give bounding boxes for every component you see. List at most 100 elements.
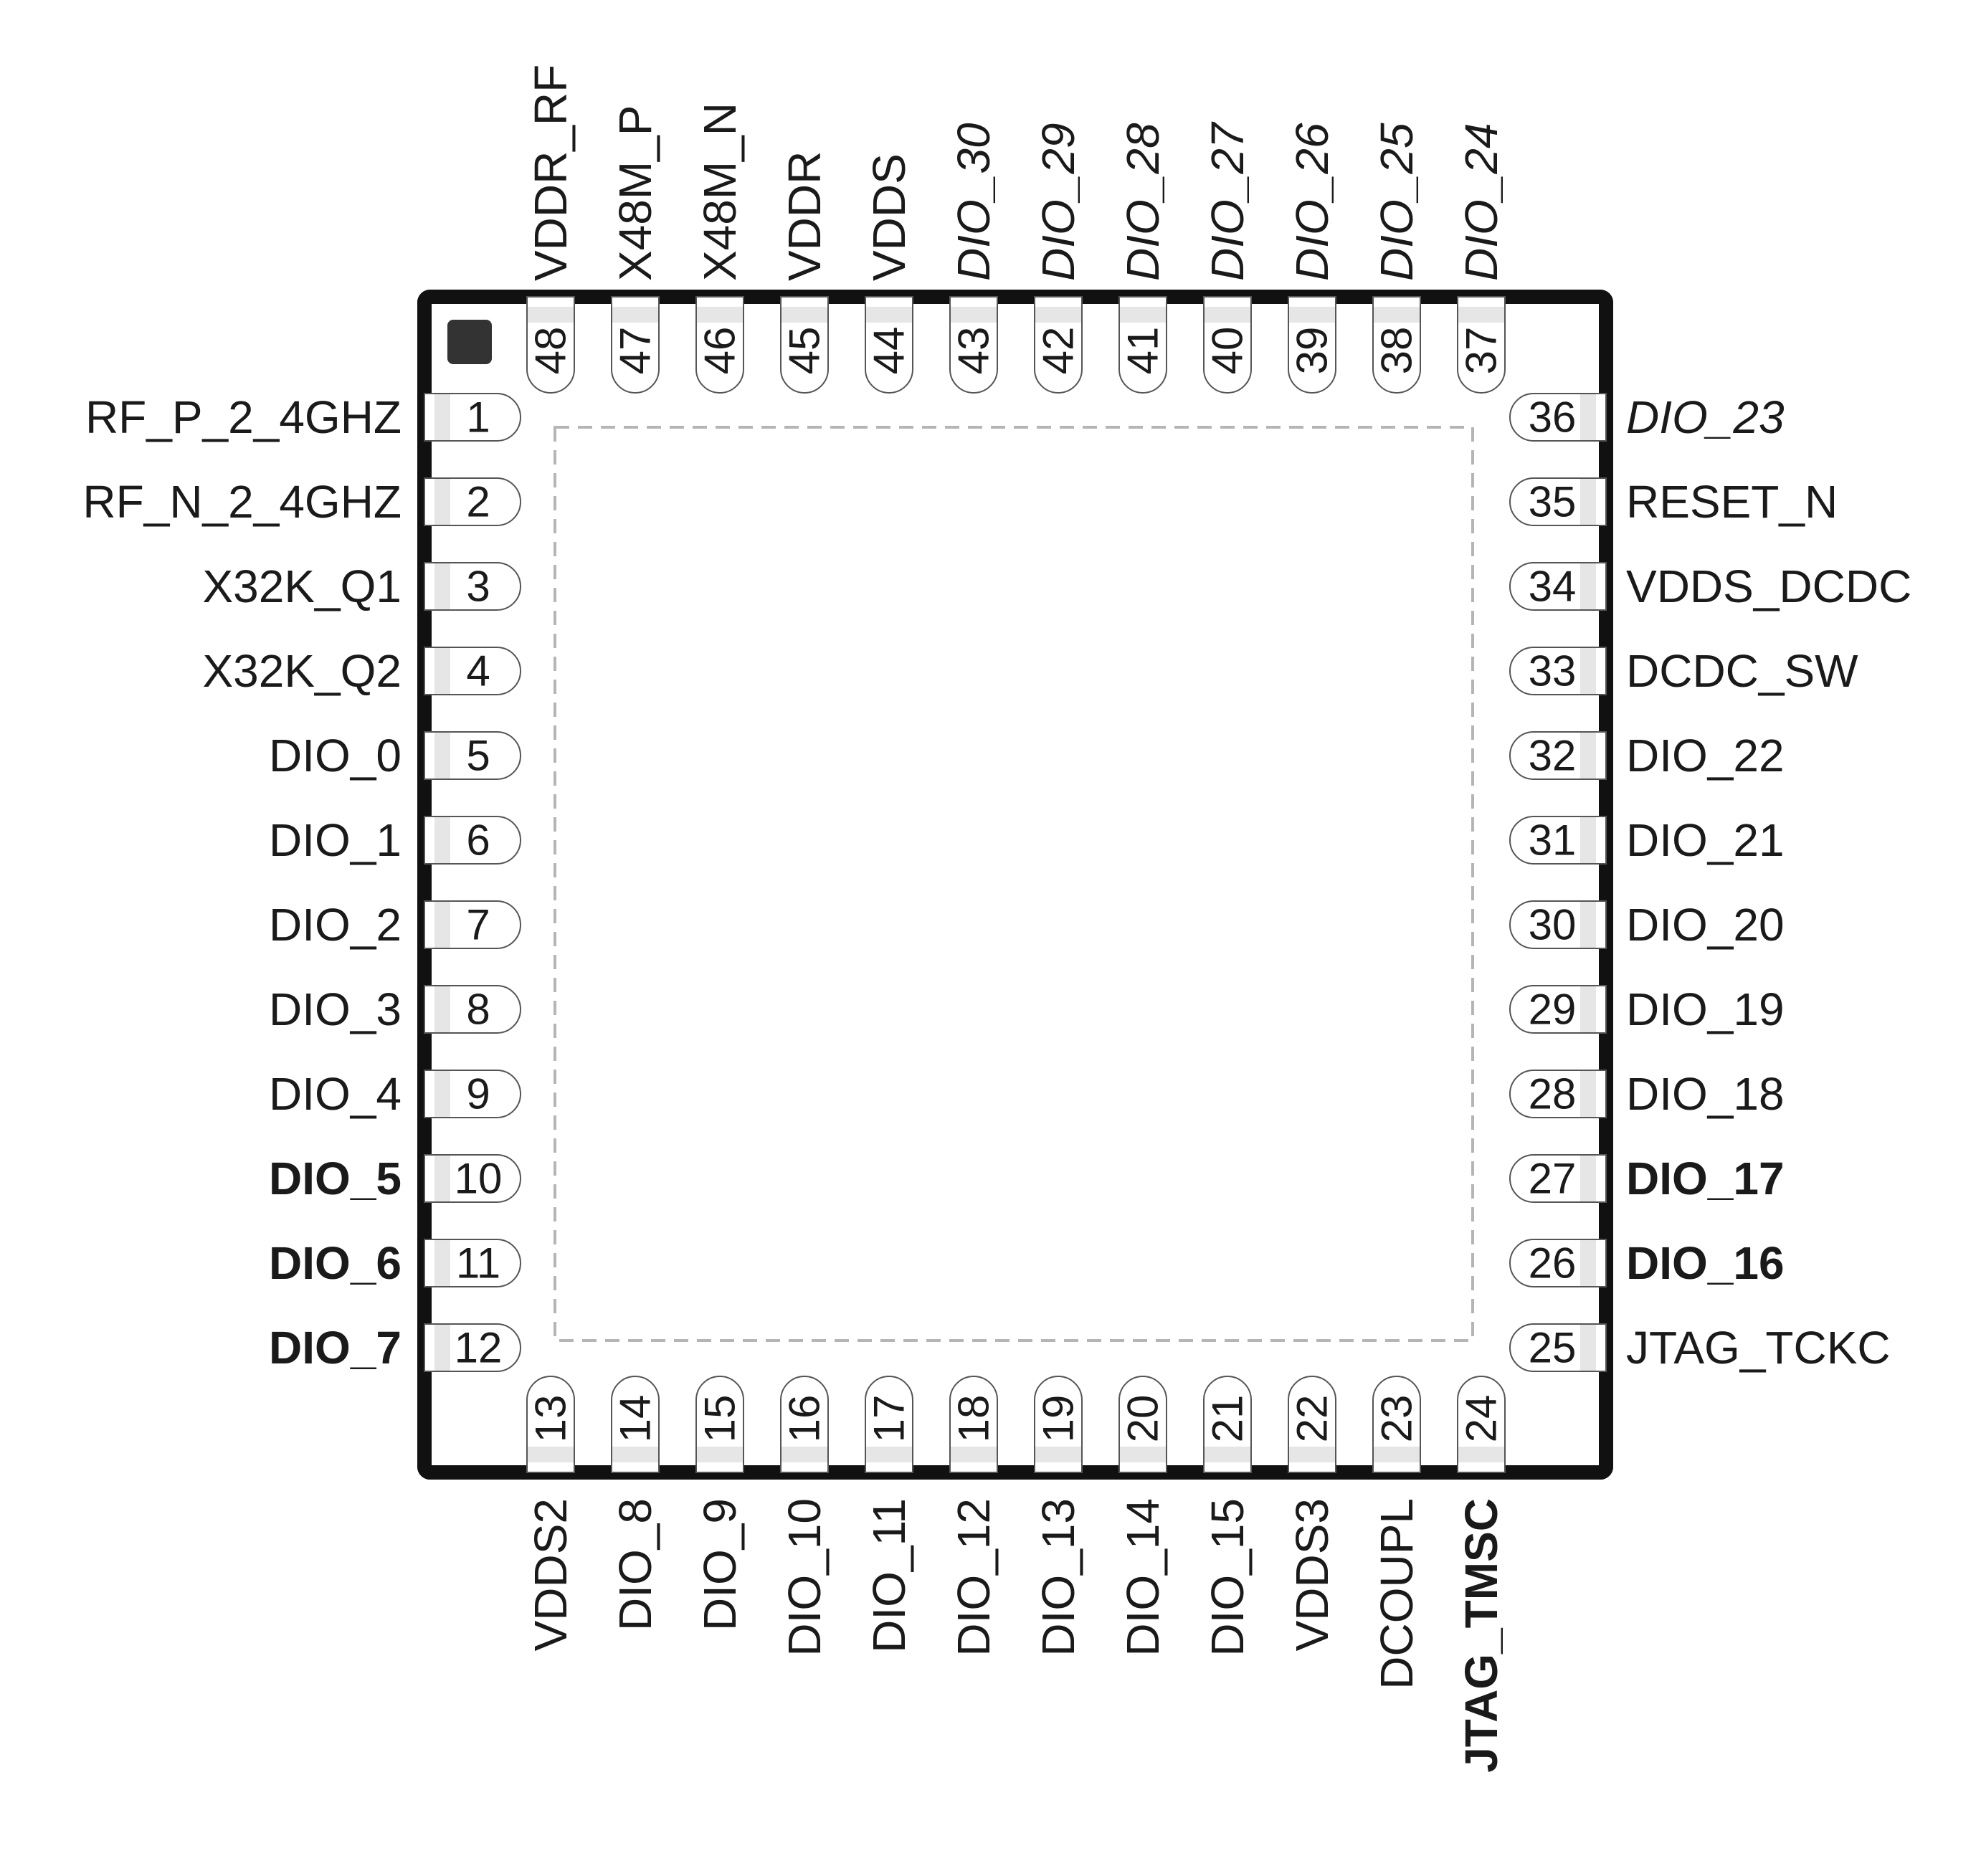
- pin-label: JTAG_TCKC: [1626, 1322, 1891, 1373]
- pin-label: DIO_17: [1626, 1153, 1785, 1204]
- pin-number: 37: [1458, 327, 1506, 375]
- pad-contact: [1580, 479, 1596, 525]
- pin-number: 10: [455, 1155, 503, 1203]
- pin-number: 34: [1529, 563, 1577, 611]
- pin-number: 45: [781, 327, 829, 375]
- pad-contact: [434, 986, 450, 1032]
- pin-label: DIO_25: [1371, 123, 1422, 281]
- pin-label: DIO_28: [1117, 123, 1169, 281]
- pin-label: DIO_2: [269, 899, 402, 951]
- pad-contact: [434, 1156, 450, 1201]
- pad-contact: [1580, 563, 1596, 609]
- pin-number: 8: [466, 986, 490, 1034]
- pin-number: 30: [1529, 901, 1577, 949]
- pad-contact: [951, 1447, 997, 1462]
- package-body: [417, 290, 1613, 1480]
- pin-label: DIO_5: [269, 1153, 402, 1204]
- pin-label: VDDR: [779, 151, 830, 281]
- pad-contact: [1120, 307, 1166, 323]
- pin-label: DIO_21: [1626, 814, 1785, 866]
- pad-contact: [1580, 1156, 1596, 1201]
- pad-contact: [1289, 1447, 1335, 1462]
- pin-label: DIO_3: [269, 984, 402, 1035]
- pin-label: VDDS_DCDC: [1626, 561, 1911, 612]
- pad-contact: [434, 648, 450, 694]
- pad-contact: [434, 1071, 450, 1117]
- pin-number: 44: [865, 327, 913, 375]
- pad-contact: [434, 563, 450, 609]
- pin-label: RF_P_2_4GHZ: [85, 391, 402, 443]
- pin-number: 31: [1529, 816, 1577, 865]
- pad-contact: [1374, 307, 1420, 323]
- pad-contact: [866, 307, 912, 323]
- pad-contact: [1289, 307, 1335, 323]
- pin-label: VDDR_RF: [525, 65, 576, 281]
- pad-contact: [1580, 733, 1596, 779]
- pin-number: 43: [950, 327, 998, 375]
- pin-label: DIO_7: [269, 1322, 402, 1373]
- pin-label: X32K_Q1: [202, 561, 402, 612]
- pin-label: DIO_29: [1032, 123, 1084, 281]
- pad-contact: [1580, 394, 1596, 440]
- pin-number: 23: [1373, 1395, 1421, 1443]
- pin-number: 3: [466, 563, 490, 611]
- pad-contact: [697, 1447, 743, 1462]
- pin-label: JTAG_TMSC: [1455, 1498, 1507, 1773]
- pin-number: 16: [781, 1395, 829, 1443]
- pin-number: 46: [696, 327, 744, 375]
- pin-label: DIO_26: [1286, 123, 1338, 281]
- pin-label: DIO_9: [694, 1498, 746, 1631]
- pad-contact: [434, 902, 450, 948]
- pin-number: 42: [1035, 327, 1083, 375]
- pin-number: 5: [466, 732, 490, 780]
- pin-label: DIO_1: [269, 814, 402, 866]
- pin-label: DIO_0: [269, 730, 402, 781]
- pad-contact: [1580, 1071, 1596, 1117]
- pin-number: 11: [456, 1239, 500, 1287]
- pad-contact: [528, 1447, 574, 1462]
- pad-contact: [697, 307, 743, 323]
- pad-contact: [1374, 1447, 1420, 1462]
- pin-label: DCOUPL: [1371, 1498, 1422, 1690]
- pad-contact: [612, 1447, 658, 1462]
- pin-number: 6: [466, 816, 490, 865]
- pin-label: DIO_13: [1032, 1498, 1084, 1657]
- pin-number: 28: [1529, 1070, 1577, 1118]
- pin-number: 21: [1204, 1395, 1252, 1443]
- pin-number: 36: [1529, 394, 1577, 442]
- pad-contact: [1035, 1447, 1081, 1462]
- pin-number: 20: [1119, 1395, 1167, 1443]
- pin-number: 41: [1119, 327, 1167, 375]
- pin-number: 13: [527, 1395, 575, 1443]
- pad-contact: [434, 733, 450, 779]
- pad-contact: [434, 479, 450, 525]
- pad-contact: [528, 307, 574, 323]
- pin-number: 25: [1529, 1324, 1577, 1372]
- pin-number: 2: [466, 478, 490, 526]
- pin-number: 35: [1529, 478, 1577, 526]
- pin-number: 48: [527, 327, 575, 375]
- pad-contact: [782, 1447, 827, 1462]
- pad-contact: [1580, 902, 1596, 948]
- pin-number: 47: [612, 327, 660, 375]
- pin-number: 9: [466, 1070, 490, 1118]
- pin-label: RESET_N: [1626, 476, 1838, 528]
- pin-number: 15: [696, 1395, 744, 1443]
- pin-label: VDDS3: [1286, 1498, 1338, 1651]
- pin-label: VDDS: [863, 153, 915, 281]
- pin-number: 38: [1373, 327, 1421, 375]
- pin-label: DIO_20: [1626, 899, 1785, 951]
- pin-label: DIO_6: [269, 1237, 402, 1289]
- pad-contact: [434, 1325, 450, 1371]
- pin-number: 14: [612, 1395, 660, 1443]
- pin-number: 26: [1529, 1239, 1577, 1287]
- pin-label: DIO_23: [1626, 391, 1785, 443]
- pad-contact: [434, 1240, 450, 1286]
- pad-contact: [1580, 986, 1596, 1032]
- pad-contact: [1580, 817, 1596, 863]
- pin-number: 27: [1529, 1155, 1577, 1203]
- pin-number: 24: [1458, 1395, 1506, 1443]
- pin-name-layer: RF_P_2_4GHZRF_N_2_4GHZX32K_Q1X32K_Q2DIO_…: [82, 65, 1911, 1773]
- pin-label: DIO_24: [1455, 123, 1507, 281]
- pin-label: DIO_12: [948, 1498, 999, 1657]
